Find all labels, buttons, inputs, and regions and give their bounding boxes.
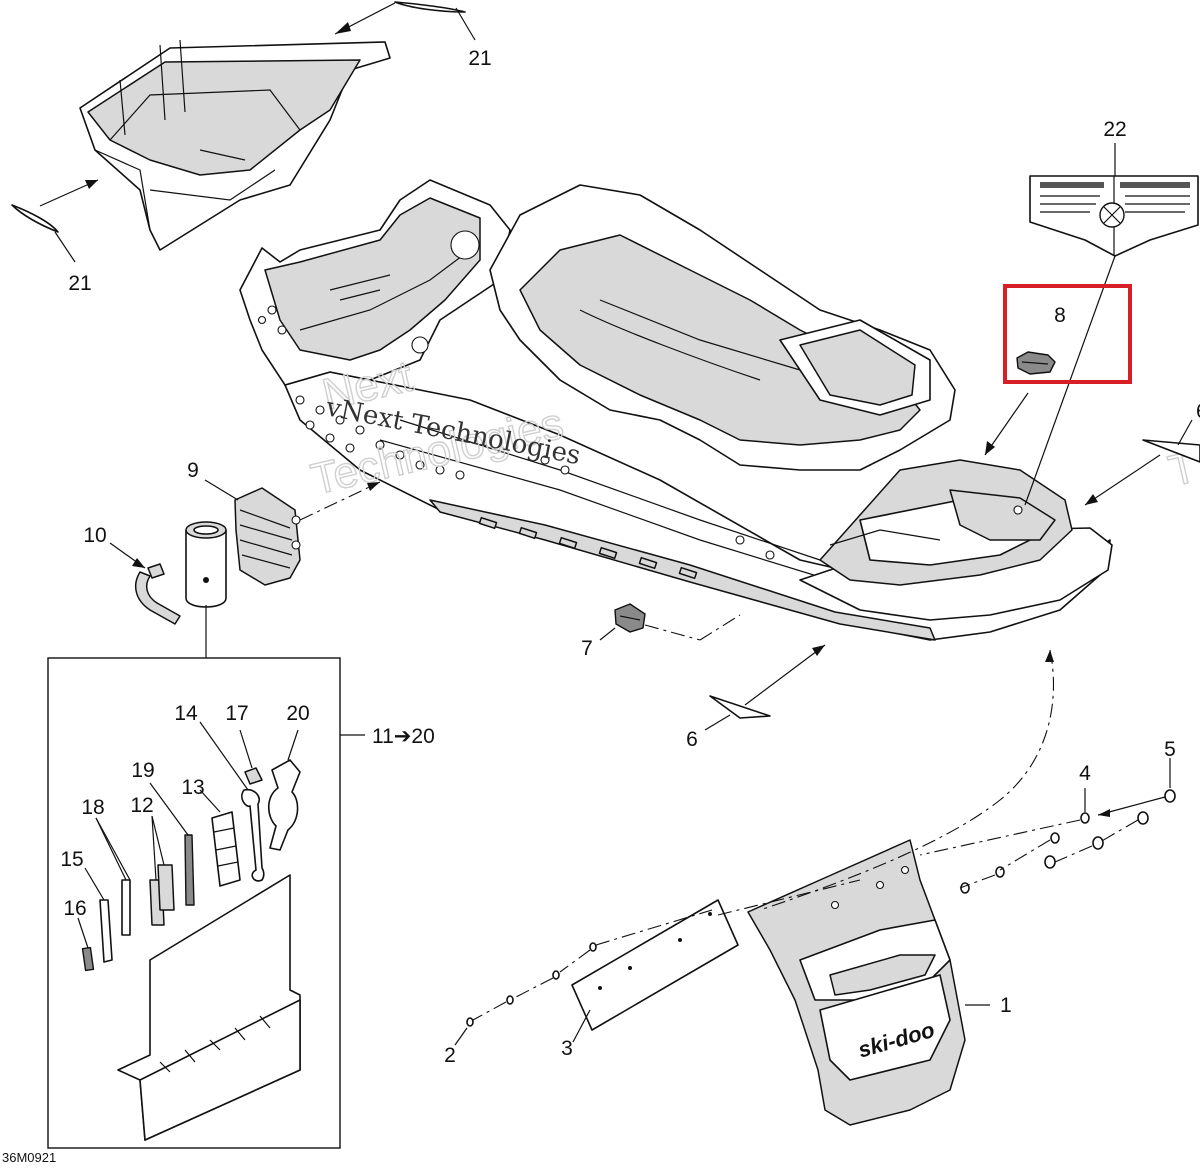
callout-5[interactable]: 5 bbox=[1164, 738, 1176, 761]
callout-11-20[interactable]: 11➔20 bbox=[372, 725, 435, 748]
part-21-decal-left bbox=[11, 179, 99, 263]
part-2-fasteners[interactable] bbox=[454, 942, 597, 1046]
callout-6-right[interactable]: 6 bbox=[1196, 400, 1200, 423]
part-22-warning-label[interactable] bbox=[1029, 175, 1199, 257]
tool-18[interactable] bbox=[95, 817, 131, 936]
leader-flap-to-bumper bbox=[759, 649, 1055, 911]
tool-16[interactable] bbox=[77, 917, 95, 972]
callout-1[interactable]: 1 bbox=[1000, 994, 1012, 1017]
part-8-clip[interactable] bbox=[1016, 351, 1056, 375]
callout-21-left[interactable]: 21 bbox=[68, 272, 91, 295]
part-6-decal-bottom[interactable] bbox=[704, 644, 826, 731]
drawing-code: 36M0921 bbox=[2, 1150, 56, 1164]
tool-14-wrench[interactable] bbox=[199, 721, 265, 882]
callout-16[interactable]: 16 bbox=[63, 897, 86, 920]
part-21-decal-top bbox=[334, 1, 476, 41]
tool-kit-box bbox=[47, 657, 341, 1149]
callout-22[interactable]: 22 bbox=[1103, 118, 1126, 141]
callout-13[interactable]: 13 bbox=[181, 776, 204, 799]
part-7-clip[interactable] bbox=[614, 603, 646, 633]
callout-14[interactable]: 14 bbox=[174, 702, 198, 725]
callout-19[interactable]: 19 bbox=[131, 759, 154, 782]
callout-9[interactable]: 9 bbox=[187, 459, 199, 482]
seat[interactable] bbox=[489, 184, 956, 471]
part-5-grommets[interactable] bbox=[1044, 758, 1176, 869]
part-6-decal-right[interactable] bbox=[1084, 419, 1200, 506]
callout-12[interactable]: 12 bbox=[130, 794, 153, 817]
tool-19[interactable] bbox=[149, 782, 195, 906]
leader-plate bbox=[717, 879, 861, 916]
leader-small-fasteners bbox=[472, 909, 713, 1021]
leader-fasteners bbox=[919, 819, 1081, 889]
callout-6-bottom[interactable]: 6 bbox=[686, 728, 698, 751]
callout-8[interactable]: 8 bbox=[1054, 304, 1066, 327]
chassis-frame[interactable] bbox=[239, 179, 1111, 641]
tool-17[interactable] bbox=[239, 729, 263, 785]
callout-4[interactable]: 4 bbox=[1079, 762, 1091, 785]
leader-grommets bbox=[1054, 819, 1139, 863]
callout-21-top[interactable]: 21 bbox=[468, 47, 491, 70]
tool-12-screwdrivers[interactable] bbox=[149, 815, 175, 926]
callout-18[interactable]: 18 bbox=[81, 796, 104, 819]
callout-17[interactable]: 17 bbox=[225, 702, 248, 725]
callout-20[interactable]: 20 bbox=[286, 702, 309, 725]
tool-tube[interactable] bbox=[185, 521, 227, 658]
part-1-snow-flap[interactable]: ski-doo bbox=[747, 839, 966, 1126]
part-21-hood-pan[interactable] bbox=[79, 39, 391, 251]
callout-2[interactable]: 2 bbox=[444, 1044, 456, 1067]
highlight-box-part-8 bbox=[1003, 284, 1132, 384]
tool-20-spanner[interactable] bbox=[267, 729, 301, 851]
rear-bumper[interactable] bbox=[799, 459, 1113, 621]
part-3-plate[interactable] bbox=[571, 899, 739, 1043]
tool-bag[interactable] bbox=[117, 874, 301, 1141]
callout-15[interactable]: 15 bbox=[60, 848, 83, 871]
callout-7[interactable]: 7 bbox=[581, 637, 593, 660]
part-9-tool-pouch[interactable] bbox=[204, 479, 381, 586]
part-4-fasteners[interactable] bbox=[960, 788, 1090, 894]
leader-8 bbox=[984, 392, 1029, 456]
part-10-strap[interactable] bbox=[109, 542, 181, 625]
tool-13-socket[interactable] bbox=[199, 789, 241, 887]
tool-15[interactable] bbox=[84, 867, 113, 963]
callout-3[interactable]: 3 bbox=[561, 1037, 573, 1060]
callout-10[interactable]: 10 bbox=[83, 524, 106, 547]
